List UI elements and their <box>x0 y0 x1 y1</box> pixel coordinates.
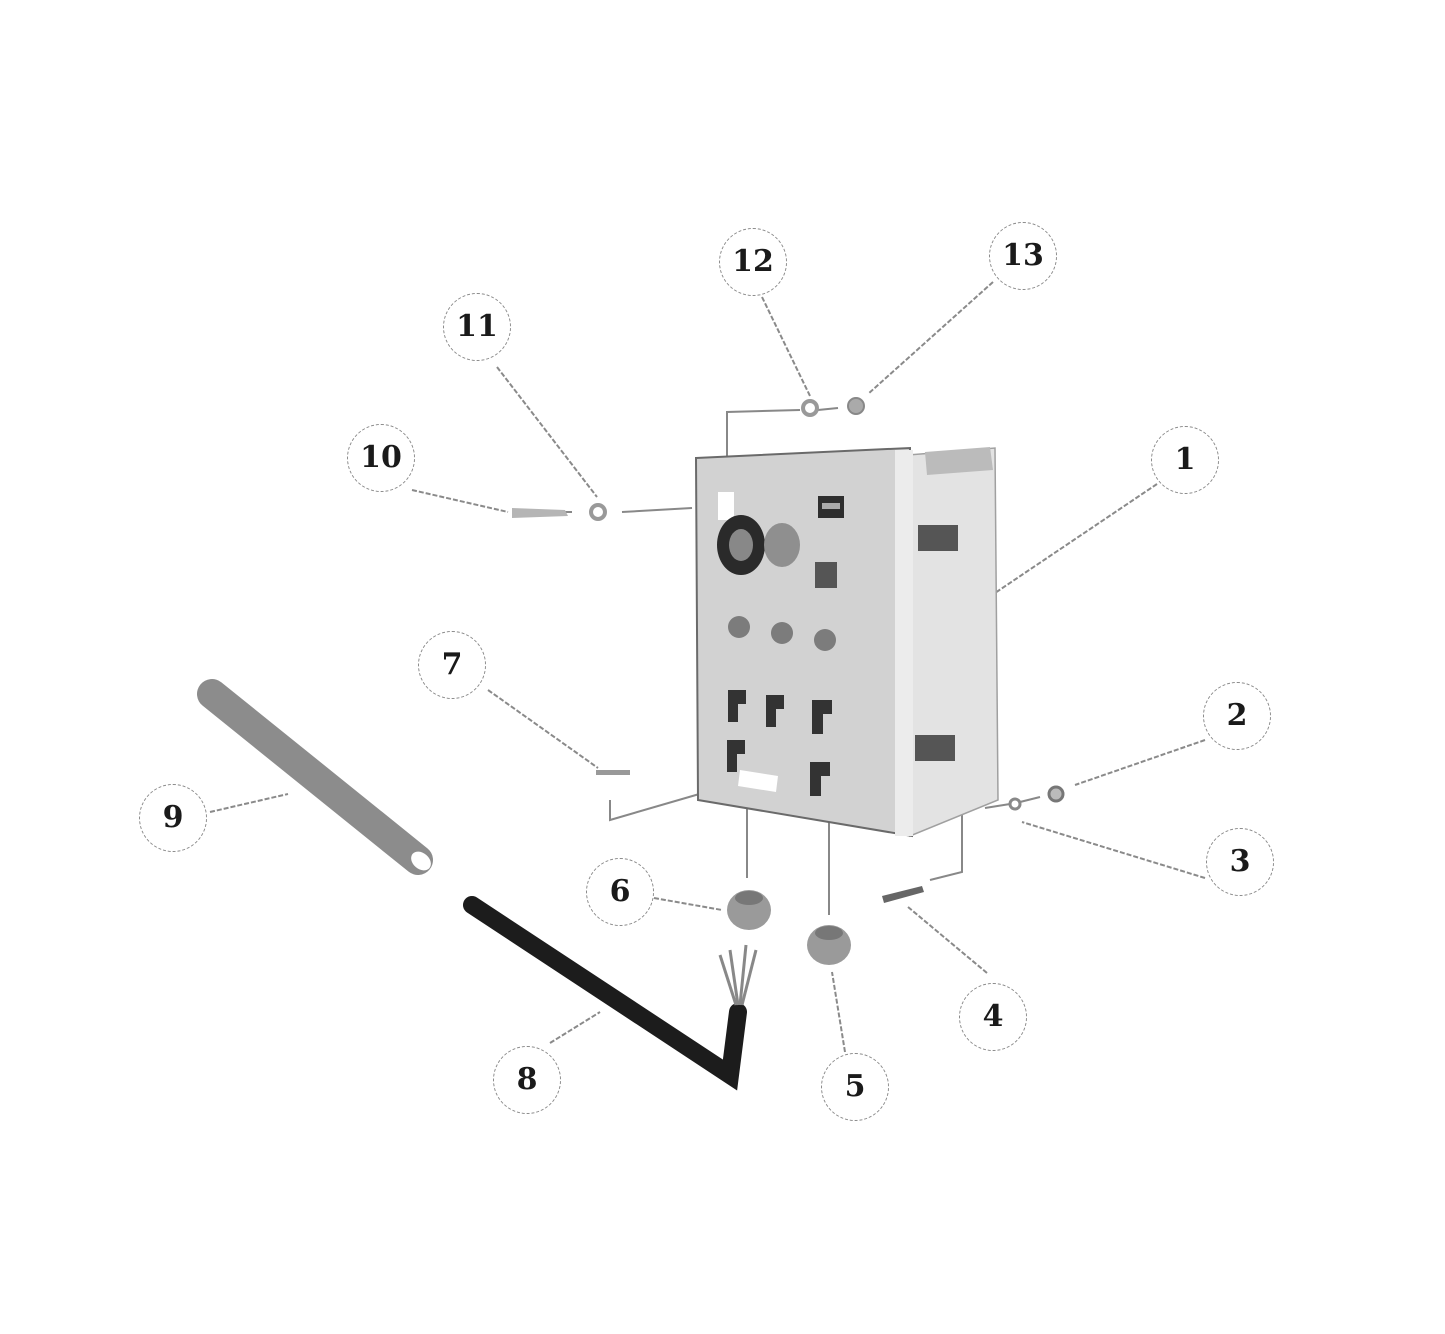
callout-9: 9 <box>139 784 207 852</box>
callout-label-7: 7 <box>441 647 463 682</box>
cable-gland-part-6 <box>727 890 771 930</box>
cable-gland-part-5 <box>807 925 851 965</box>
indicator-light <box>764 523 800 567</box>
nut-part-13 <box>847 397 865 415</box>
callout-6: 6 <box>586 858 654 926</box>
callout-label-8: 8 <box>516 1062 538 1097</box>
callout-label-12: 12 <box>732 244 774 279</box>
callout-7: 7 <box>418 631 486 699</box>
hinge-bottom <box>915 735 955 761</box>
callout-label-10: 10 <box>360 440 402 475</box>
power-cable-part-8 <box>463 896 758 1091</box>
callout-label-9: 9 <box>162 800 184 835</box>
enclosure-box <box>694 446 999 838</box>
leader-13 <box>867 281 994 395</box>
callout-label-11: 11 <box>456 309 498 344</box>
leader-12 <box>761 296 811 397</box>
leader-9 <box>209 793 289 813</box>
bolt-part-10 <box>512 508 568 518</box>
callout-label-3: 3 <box>1229 844 1251 879</box>
plate-clip-part-7 <box>596 770 630 775</box>
leader-10 <box>411 489 509 513</box>
leader-2 <box>1074 739 1206 786</box>
callout-5: 5 <box>821 1053 889 1121</box>
callout-label-6: 6 <box>609 874 631 909</box>
callout-2: 2 <box>1203 682 1271 750</box>
callout-12: 12 <box>719 228 787 296</box>
leader-6 <box>653 897 723 911</box>
screw-part-4 <box>882 886 924 903</box>
hinge-top <box>918 525 958 551</box>
callout-label-1: 1 <box>1174 442 1196 477</box>
leader-5 <box>831 971 846 1053</box>
callout-11: 11 <box>443 293 511 361</box>
leader-3 <box>1021 821 1206 879</box>
callout-1: 1 <box>1151 426 1219 494</box>
callout-8: 8 <box>493 1046 561 1114</box>
washer-part-11 <box>589 503 607 521</box>
callout-label-2: 2 <box>1226 698 1248 733</box>
tube-part-9 <box>197 679 433 875</box>
callout-label-4: 4 <box>982 999 1004 1034</box>
callout-10: 10 <box>347 424 415 492</box>
nut-part-2 <box>1047 785 1065 803</box>
leader-4 <box>907 906 988 974</box>
leader-7 <box>487 689 599 769</box>
callout-label-13: 13 <box>1002 238 1044 273</box>
leader-8 <box>549 1011 601 1044</box>
washer-part-12 <box>801 399 819 417</box>
leader-11 <box>496 366 598 498</box>
callout-label-5: 5 <box>844 1069 866 1104</box>
callout-13: 13 <box>989 222 1057 290</box>
leader-lines <box>209 281 1206 1053</box>
washer-part-3 <box>1008 797 1022 811</box>
leader-1 <box>994 483 1158 594</box>
callout-4: 4 <box>959 983 1027 1051</box>
callout-3: 3 <box>1206 828 1274 896</box>
